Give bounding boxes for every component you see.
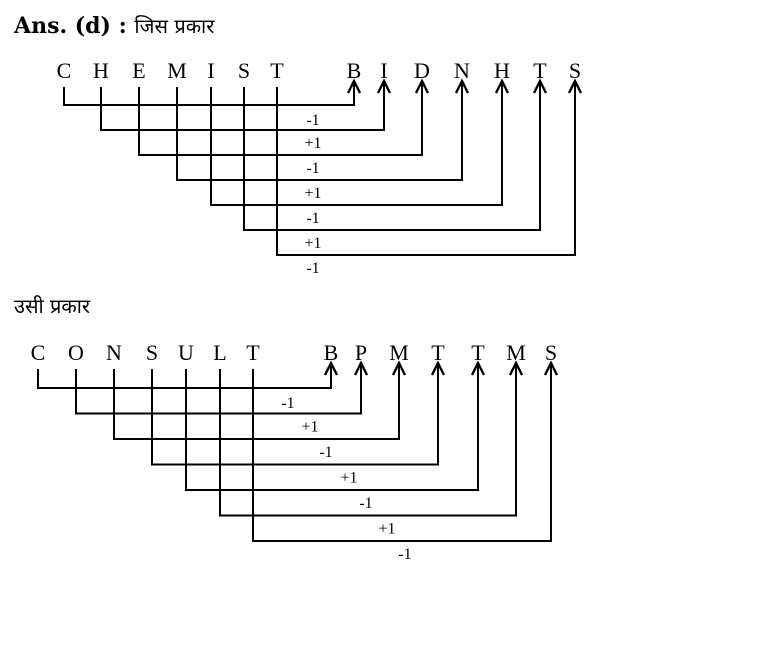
- diagram-1-arrowhead-icon: [346, 78, 362, 94]
- diagram-1-connector-line: [243, 83, 541, 231]
- diagram-2-connector-line: [113, 365, 400, 440]
- diagram-2-operation-label: +1: [378, 521, 395, 538]
- diagram-2-operation-label: -1: [398, 546, 411, 563]
- diagram-2-connector-line: [252, 365, 552, 542]
- diagram-1-arrowhead-icon: [454, 78, 470, 94]
- diagram-2-operation-label: -1: [359, 495, 372, 512]
- diagram-1-target-letter: I: [380, 58, 387, 83]
- diagram-1-arrowhead-icon: [376, 78, 392, 94]
- diagram-1-connector-line: [176, 83, 463, 181]
- diagram-1-target-letter: S: [569, 58, 581, 83]
- diagram-2-source-letter: U: [178, 340, 194, 365]
- diagram-1-target-letter: T: [533, 58, 547, 83]
- diagram-1-target-letter: N: [454, 58, 470, 83]
- diagram-2-arrowhead-icon: [353, 360, 369, 376]
- diagram-1-operation-label: +1: [304, 185, 321, 202]
- diagram-2-connector-line: [75, 365, 362, 415]
- diagram-1-target-letter: B: [347, 58, 362, 83]
- diagram-2-source-letter: O: [68, 340, 84, 365]
- diagram-2-arrowhead-icon: [543, 360, 559, 376]
- diagram-1-connector-line: [100, 83, 385, 131]
- diagram-2-source-letter: N: [106, 340, 122, 365]
- diagram-1-operation-label: -1: [306, 210, 319, 227]
- diagram-1-connector-line: [138, 83, 423, 156]
- diagram-2-target-letter: M: [506, 340, 526, 365]
- diagram-2-operation-label: +1: [340, 470, 357, 487]
- answer-heading: Ans. (d) : जिस प्रकार: [14, 12, 214, 39]
- diagram-2-target-letter: T: [431, 340, 445, 365]
- diagram-1-source-letter: I: [207, 58, 214, 83]
- diagram-2-source-letter: S: [146, 340, 158, 365]
- diagram-1-operation-label: -1: [306, 112, 319, 129]
- diagram-1-operation-label: -1: [306, 160, 319, 177]
- diagram-2-operation-label: +1: [301, 419, 318, 436]
- diagram-1-arrowhead-icon: [567, 78, 583, 94]
- diagram-2-arrowhead-icon: [323, 360, 339, 376]
- diagram-2-connector-line: [219, 365, 517, 517]
- diagram-1-arrowhead-icon: [494, 78, 510, 94]
- diagram-1-source-letter: S: [238, 58, 250, 83]
- diagram-2-target-letter: M: [389, 340, 409, 365]
- diagram-1-source-letter: T: [270, 58, 284, 83]
- diagram-2-source-letter: C: [31, 340, 46, 365]
- diagram-2-connector-line: [37, 365, 332, 389]
- diagram-1-operation-label: +1: [304, 235, 321, 252]
- diagram-2-operation-label: -1: [319, 444, 332, 461]
- diagram-2-arrowhead-icon: [470, 360, 486, 376]
- diagram-1-source-letter: E: [132, 58, 145, 83]
- hindi-label: जिस प्रकार: [134, 14, 215, 38]
- diagram-2-connector-line: [151, 365, 439, 466]
- diagram-1-connector-line: [63, 83, 355, 106]
- diagram-1-operation-label: +1: [304, 135, 321, 152]
- diagram-2-source-letter: T: [246, 340, 260, 365]
- diagram-2-arrowhead-icon: [430, 360, 446, 376]
- diagram-2-target-letter: S: [545, 340, 557, 365]
- diagram-1-arrowhead-icon: [532, 78, 548, 94]
- answer-label: Ans. (d) :: [14, 13, 127, 39]
- diagram-2-target-letter: T: [471, 340, 485, 365]
- diagram-2-connector-line: [185, 365, 479, 491]
- diagram-2-arrowhead-icon: [391, 360, 407, 376]
- diagram-1-source-letter: H: [93, 58, 109, 83]
- diagram-2-source-letter: L: [213, 340, 226, 365]
- diagram-1-target-letter: D: [414, 58, 430, 83]
- diagram-2-target-letter: P: [355, 340, 367, 365]
- diagram-2-arrowhead-icon: [508, 360, 524, 376]
- diagram-1-operation-label: -1: [306, 260, 319, 277]
- diagram-1-connector-line: [276, 83, 576, 256]
- diagram-2-operation-label: -1: [281, 395, 294, 412]
- diagram-2-target-letter: B: [324, 340, 339, 365]
- diagram-1-source-letter: C: [57, 58, 72, 83]
- diagram-1-source-letter: M: [167, 58, 187, 83]
- diagram-1-target-letter: H: [494, 58, 510, 83]
- similarly-label: उसी प्रकार: [14, 294, 91, 318]
- diagram-1-connector-line: [210, 83, 503, 206]
- diagram-1-arrowhead-icon: [414, 78, 430, 94]
